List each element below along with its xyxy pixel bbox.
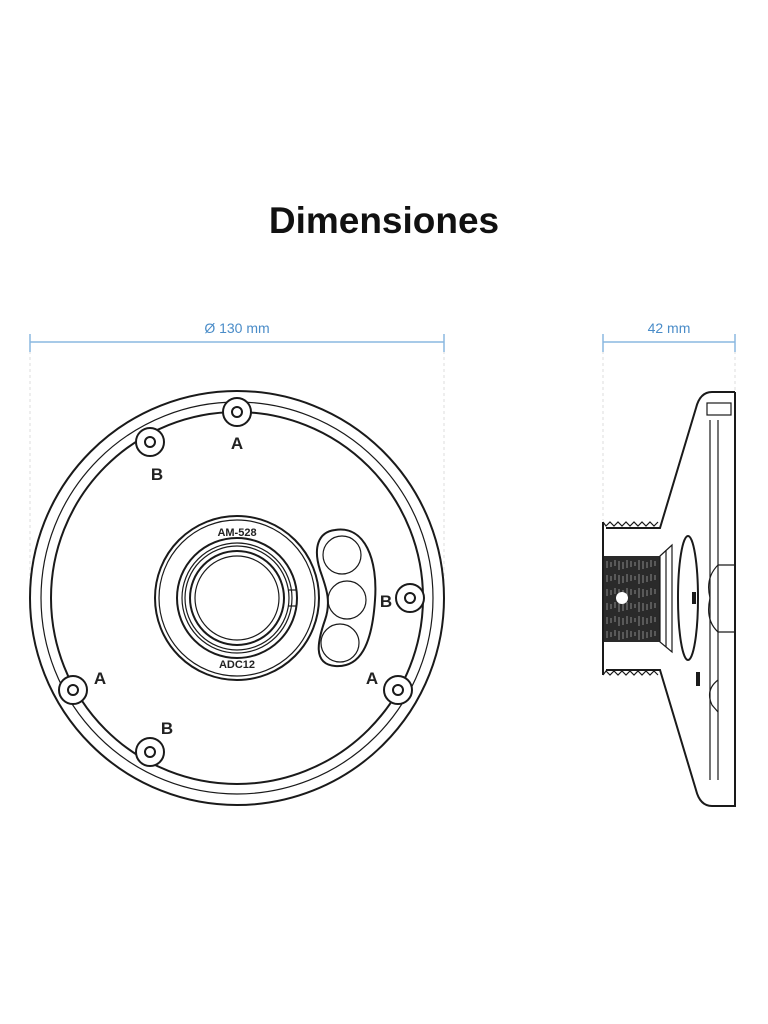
hole-label-lower-right: A [366, 669, 378, 688]
part-marking-top: AM-528 [217, 527, 256, 539]
page-title: Dimensiones [268, 200, 500, 241]
center-boss: AM-528 ADC12 [154, 515, 320, 681]
hole-label-upper-left: B [151, 465, 163, 484]
hole-label-top: A [231, 434, 243, 453]
side-view [602, 391, 736, 807]
depth-label: 42 mm [648, 320, 691, 336]
part-marking-bottom: ADC12 [219, 659, 255, 671]
diameter-label: Ø 130 mm [204, 320, 269, 336]
mounting-holes [58, 397, 425, 767]
hole-label-right: B [380, 592, 392, 611]
diameter-dimension: Ø 130 mm [29, 320, 445, 600]
threaded-section [604, 556, 660, 642]
depth-dimension: 42 mm [602, 320, 736, 520]
cable-entry-holes [316, 528, 377, 668]
front-view: A B B A A B AM-528 ADC12 [29, 390, 445, 806]
hole-label-lower-left: A [94, 669, 106, 688]
hole-label-bottom-left: B [161, 719, 173, 738]
